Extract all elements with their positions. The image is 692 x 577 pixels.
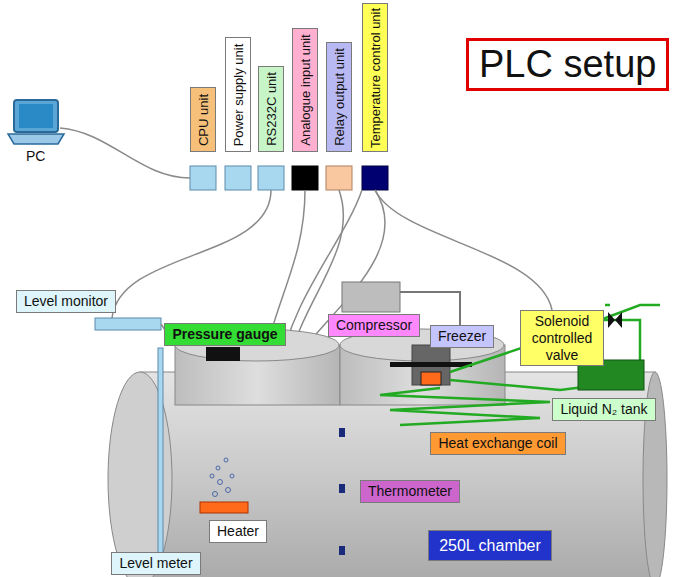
callout-text: Heater	[217, 523, 259, 540]
callout-box: Level monitor	[16, 290, 116, 313]
valve-symbol	[608, 312, 622, 328]
plc-module	[225, 166, 251, 190]
heater-element	[216, 466, 220, 470]
pressure-sensor	[206, 347, 240, 361]
module-label: RS232C unit	[258, 66, 284, 152]
module-name: CPU unit	[196, 93, 211, 145]
heater-element	[226, 488, 231, 493]
coil-pipe	[380, 388, 550, 425]
title-text: PLC setup	[479, 43, 656, 86]
callout-box: Liquid N₂ tank	[552, 398, 655, 421]
signal-wire	[60, 128, 190, 178]
plc-module	[190, 166, 388, 190]
laptop-icon	[8, 100, 64, 144]
plc-module	[326, 166, 352, 190]
module-name: Power supply unit	[231, 43, 246, 146]
coil-pipe	[605, 304, 610, 307]
callout-text: Level monitor	[24, 293, 108, 310]
title-frame: PLC setup	[466, 38, 669, 91]
module-name: Temperature control unit	[368, 7, 383, 147]
callout-text: Solenoid controlled valve	[528, 313, 596, 363]
thermometer-probe	[339, 484, 345, 493]
heater-element	[230, 474, 234, 478]
callout-box: 250L chamber	[428, 530, 552, 561]
heater-element	[218, 480, 223, 485]
callout-text: Heat exchange coil	[438, 435, 557, 452]
callout-box: Compressor	[328, 314, 420, 337]
level-sensor	[95, 318, 161, 330]
callout-box: Thermometer	[360, 480, 460, 503]
plc-module	[292, 166, 318, 190]
callout-text: Pressure gauge	[172, 326, 277, 343]
thermometer-probe	[339, 546, 345, 555]
module-label: Relay output unit	[326, 42, 352, 152]
callout-box: Level meter	[111, 552, 200, 575]
callout-box: Heater	[209, 520, 267, 543]
heater-element	[224, 458, 228, 462]
module-label: Analogue input unit	[292, 28, 318, 152]
callout-text: Level meter	[119, 555, 192, 572]
module-name: RS232C unit	[264, 72, 279, 146]
thermometer-probe	[339, 428, 345, 437]
callout-text: Liquid N₂ tank	[560, 401, 647, 418]
callout-text: 250L chamber	[439, 536, 541, 555]
valve-symbol	[608, 312, 622, 328]
heater-element	[210, 474, 214, 478]
coil-pipe	[600, 320, 640, 360]
heater-element	[200, 502, 248, 513]
plc-module	[258, 166, 284, 190]
callout-box: Pressure gauge	[164, 323, 285, 346]
callout-text: Freezer	[438, 328, 486, 345]
laptop-icon	[14, 100, 58, 132]
module-label: Temperature control unit	[362, 3, 388, 152]
level-sensor	[158, 348, 163, 553]
callout-box: Heat exchange coil	[430, 432, 565, 455]
signal-wire	[112, 190, 271, 318]
coil-pipe	[450, 380, 560, 390]
heater-element	[200, 458, 248, 513]
device-label: PC	[26, 148, 45, 164]
thermometer-probe	[339, 428, 345, 555]
callout-text: Compressor	[336, 317, 412, 334]
freezer-unit	[421, 372, 441, 385]
coil-pipe	[380, 305, 660, 425]
freezer-unit	[342, 282, 400, 312]
module-label: Power supply unit	[225, 37, 251, 152]
level-sensor	[95, 318, 175, 553]
callout-text: Thermometer	[368, 483, 452, 500]
laptop-icon	[8, 134, 64, 144]
module-name: Relay output unit	[332, 48, 347, 146]
heater-element	[213, 492, 218, 497]
plc-module	[362, 166, 388, 190]
callout-box: Freezer	[430, 325, 494, 348]
plc-module	[190, 166, 216, 190]
laptop-icon	[19, 104, 53, 128]
module-label: CPU unit	[190, 87, 216, 152]
module-name: Analogue input unit	[298, 34, 313, 145]
freezer-unit	[390, 362, 472, 367]
callout-box: Solenoid controlled valve	[520, 310, 604, 366]
